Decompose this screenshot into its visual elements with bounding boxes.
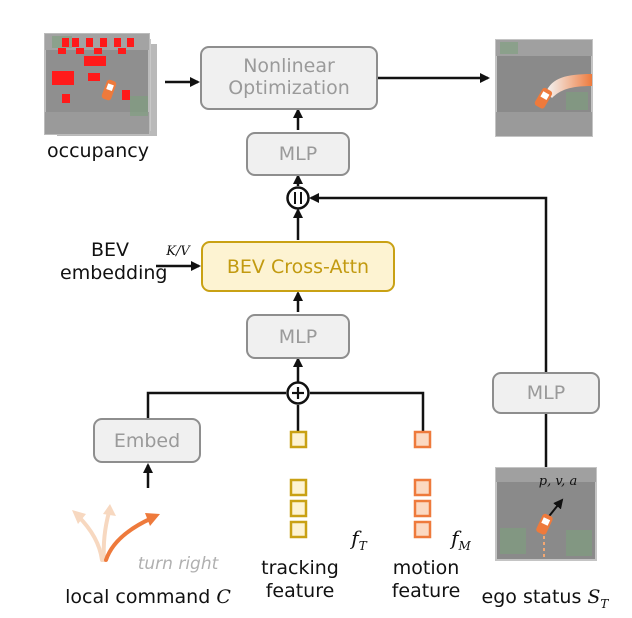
motion-feature-blocks [413, 430, 432, 539]
tracking-var-label: fT [344, 526, 374, 553]
mlp-right-box: MLP [492, 372, 600, 414]
motion-square [413, 430, 432, 449]
motion-var-label: fM [444, 526, 478, 553]
local-command-label: local command C [56, 586, 240, 609]
tracking-square [289, 499, 308, 518]
ego-status-label: ego status ST [470, 586, 620, 611]
motion-sub: M [458, 539, 471, 553]
occupancy-label: occupancy [47, 140, 149, 162]
tracking-line1: tracking [261, 557, 339, 579]
tracking-sub: T [358, 539, 367, 553]
tracking-feature-label: tracking feature [250, 557, 350, 603]
pva-label: p, v, a [538, 474, 578, 489]
bev-embedding-line1: BEV [90, 239, 130, 261]
tracking-line2: feature [265, 579, 335, 602]
tracking-square [289, 430, 308, 449]
concat-node [286, 186, 310, 210]
local-command-var: C [216, 586, 231, 608]
line-embed-to-sum [146, 391, 286, 418]
line-motion-to-sum [310, 391, 425, 432]
tracking-var: f [351, 526, 359, 550]
motion-square [413, 520, 432, 539]
bev-embedding-line2: embedding [60, 261, 168, 284]
mlp-top-box: MLP [246, 132, 350, 176]
motion-square [413, 499, 432, 518]
arrow-ego-to-concat [309, 193, 548, 375]
turn-right-label: turn right [137, 554, 219, 574]
tracking-square [289, 478, 308, 497]
local-command-text: local command [65, 586, 211, 608]
output-trajectory-image [495, 39, 593, 137]
bev-cross-attn-box: BEV Cross-Attn [201, 241, 395, 292]
nonlinear-optimization-box: Nonlinear Optimization [200, 46, 378, 110]
ego-status-text: ego status [481, 586, 582, 608]
motion-square [413, 478, 432, 497]
tracking-feature-blocks [289, 430, 308, 539]
occupancy-image [44, 33, 157, 136]
embed-box: Embed [93, 418, 201, 463]
kv-label: K/V [166, 244, 190, 259]
motion-line1: motion [392, 557, 460, 579]
ego-status-image [495, 467, 597, 561]
command-arrows-icon [72, 504, 160, 562]
ego-var: S [587, 586, 601, 608]
motion-feature-label: motion feature [376, 557, 476, 603]
mlp-middle-box: MLP [246, 314, 350, 359]
motion-var: f [451, 526, 459, 550]
ego-sub: T [600, 596, 609, 611]
motion-line2: feature [391, 579, 461, 602]
tracking-square [289, 520, 308, 539]
bev-embedding-label: BEV embedding [60, 239, 168, 285]
